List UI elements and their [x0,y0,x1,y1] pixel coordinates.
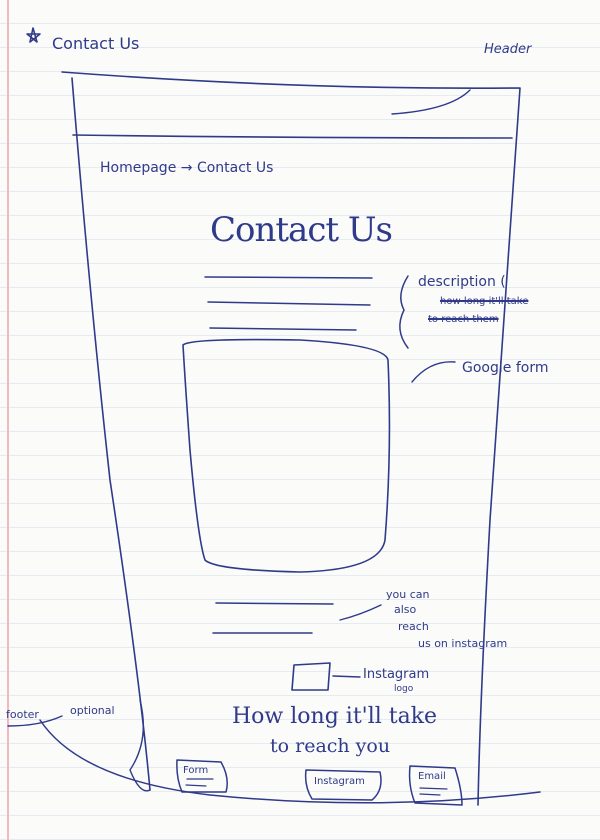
footer-note: footer [6,708,39,721]
footer-form-label: Form [183,765,209,776]
footer-form-lines [185,778,214,787]
footer-left-line [7,715,63,727]
optional-curve [129,699,151,792]
description-line [209,327,357,331]
instagram-text-line [215,602,334,605]
header-divider [72,134,513,139]
main-heading: Contact Us [210,210,393,250]
header-arrow [391,89,471,115]
instagram-note-arrow [339,604,382,621]
reach-time-line-1: How long it'll take [232,704,438,729]
description-brace [399,275,409,349]
google-form-arrow [411,361,456,383]
margin-line [7,0,9,840]
google-form-note: Google form [462,360,549,376]
sketch-page-title: Contact Us [52,34,140,53]
optional-note: optional [70,704,115,717]
footer-form-button [176,759,228,793]
footer-instagram-button [304,769,382,801]
instagram-note-line-1: you can [386,588,430,601]
breadcrumb: Homepage → Contact Us [100,160,274,176]
footer-email-button [408,765,463,806]
google-form-box [182,338,391,573]
struck-note-2: to reach them [428,314,499,325]
struck-note-1: how long it'll take [440,296,529,307]
reach-time-line-2: to reach you [270,735,391,757]
header-note: Header [484,42,532,57]
instagram-logo-box [291,662,331,691]
footer-boundary [39,719,541,804]
footer-email-label: Email [418,771,446,782]
star-icon [26,27,41,43]
instagram-note-line-4: us on instagram [418,637,508,650]
logo-note-2: logo [394,684,414,694]
instagram-note-line-3: reach [398,620,429,633]
page-frame [61,71,521,806]
instagram-logo-arrow [332,675,361,678]
footer-instagram-label: Instagram [314,776,365,787]
description-line [204,276,373,279]
description-line [207,301,371,306]
footer-email-lines [419,787,448,796]
description-note: description ( [418,274,506,290]
logo-note: Instagram [363,667,430,682]
instagram-note-line-2: also [394,603,417,616]
